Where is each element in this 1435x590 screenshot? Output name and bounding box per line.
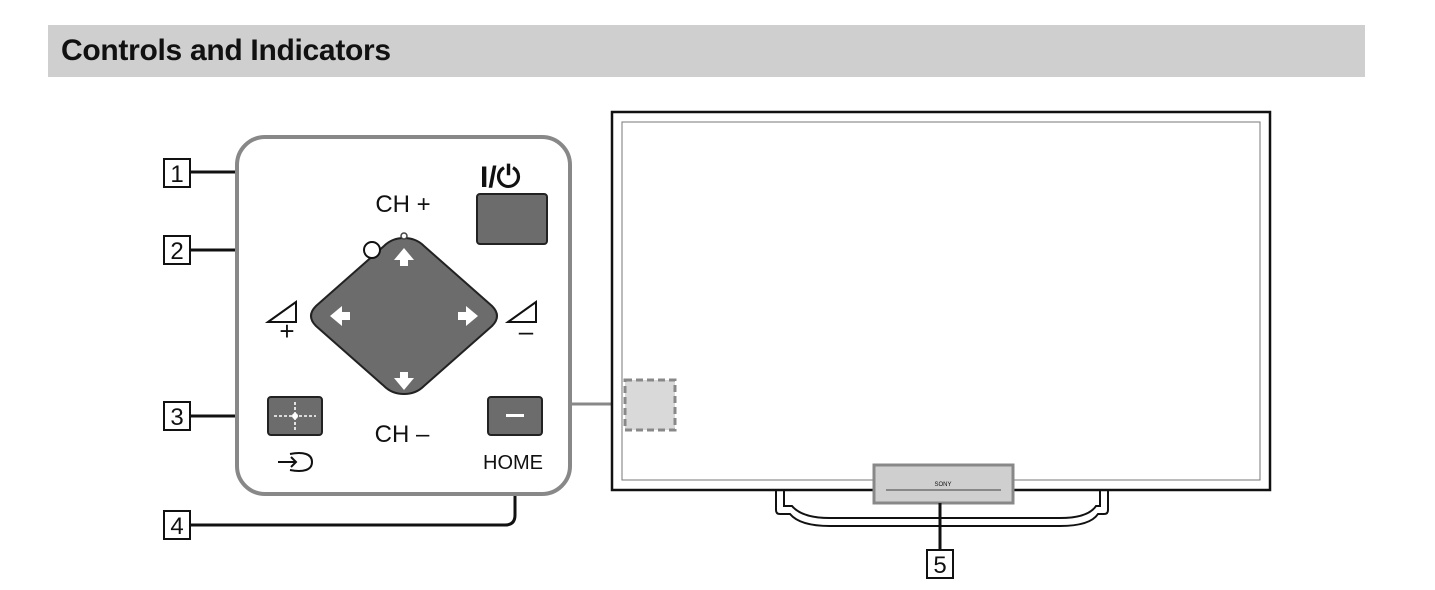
volume-minus-wedge-icon [504, 300, 537, 323]
callout-2: 2 [163, 235, 191, 265]
section-title: Controls and Indicators [61, 34, 391, 67]
control-panel-location [623, 378, 677, 432]
callout-5-label: 5 [933, 552, 946, 579]
callout-5: 5 [926, 549, 954, 579]
ch-plus-label: CH + [375, 191, 430, 218]
home-button-dash-icon [506, 414, 524, 417]
ch-minus-label: CH – [375, 421, 430, 448]
leader-line-4 [190, 484, 517, 527]
power-label: I/⏻ [480, 161, 521, 194]
volume-minus-label: – [519, 316, 534, 346]
tactile-dot [400, 232, 408, 240]
callout-1-label: 1 [170, 161, 183, 188]
down-arrow-icon [394, 372, 414, 390]
up-arrow-icon [394, 248, 414, 266]
left-arrow-icon [330, 306, 350, 326]
leader-dot-2 [363, 241, 381, 259]
callout-4-label: 4 [170, 513, 183, 540]
volume-plus-wedge-icon [264, 300, 297, 323]
callout-2-label: 2 [170, 238, 183, 265]
volume-plus-label: + [279, 316, 294, 346]
tv-screen [621, 121, 1261, 481]
right-arrow-icon [458, 306, 478, 326]
tv-stand [775, 490, 1109, 527]
tv-logo: SONY [934, 482, 951, 488]
section-header: Controls and Indicators [48, 25, 1365, 77]
navigation-pad[interactable] [310, 236, 498, 396]
callout-1: 1 [163, 158, 191, 188]
home-label: HOME [483, 452, 543, 474]
callout-3-label: 3 [170, 404, 183, 431]
indicator-area [872, 463, 1015, 505]
input-icon [278, 452, 314, 472]
input-center-dot [292, 413, 298, 419]
power-button[interactable] [476, 193, 548, 245]
callout-3: 3 [163, 401, 191, 431]
callout-4: 4 [163, 510, 191, 540]
